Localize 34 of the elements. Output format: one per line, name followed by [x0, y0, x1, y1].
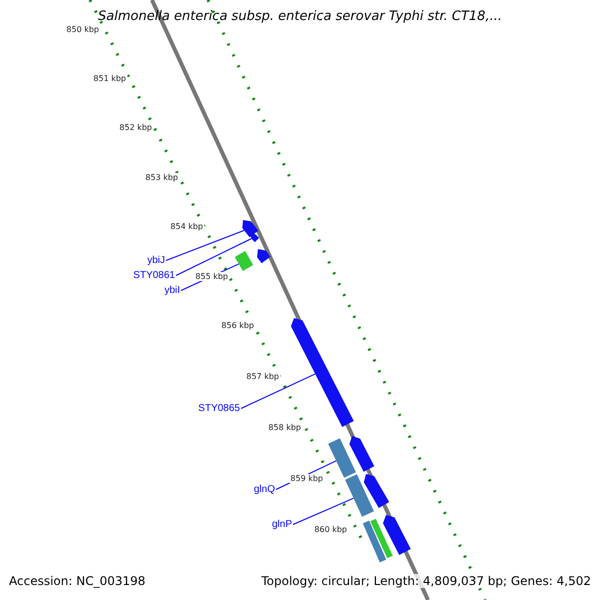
- leader-line: [176, 238, 252, 276]
- gene-feature: [362, 520, 386, 562]
- tick-label: 852 kbp: [118, 123, 153, 132]
- tick-label: 856 kbp: [220, 321, 255, 330]
- gene-feature: [257, 249, 270, 264]
- genome-info-text: Topology: circular; Length: 4,809,037 bp; Genes: 4,502: [261, 574, 591, 588]
- gene-label: ybiI: [164, 285, 180, 296]
- tick-label: 859 kbp: [289, 474, 324, 483]
- gene-label: glnP: [272, 519, 292, 530]
- gene-feature: [364, 474, 390, 508]
- leader-line: [292, 498, 354, 525]
- gene-feature: [328, 438, 356, 478]
- accession-text: Accession: NC_003198: [9, 574, 146, 588]
- tick-label: 858 kbp: [267, 423, 302, 432]
- map-title: Salmonella enterica subsp. enterica serovar Typhi str. CT18,...: [97, 9, 503, 24]
- gene-feature: [349, 436, 374, 472]
- tick-label: 851 kbp: [92, 74, 127, 83]
- gene-feature: [370, 518, 393, 558]
- tick-label: 850 kbp: [65, 25, 100, 34]
- gene-label: STY0861: [133, 270, 175, 281]
- leader-line: [240, 373, 316, 409]
- gene-feature: [250, 233, 260, 242]
- gene-label: glnQ: [254, 484, 275, 495]
- gene-label: STY0865: [198, 403, 240, 414]
- tick-label: 854 kbp: [169, 222, 204, 231]
- gene-feature: [382, 515, 411, 555]
- gene-feature: [345, 474, 374, 517]
- tick-label: 860 kbp: [313, 525, 348, 534]
- gene-label: ybiJ: [147, 255, 165, 266]
- tick-label: 857 kbp: [245, 372, 280, 381]
- tick-label: 855 kbp: [194, 272, 229, 281]
- gene-feature: [234, 251, 254, 271]
- tick-label: 853 kbp: [144, 173, 179, 182]
- leader-line: [166, 230, 245, 261]
